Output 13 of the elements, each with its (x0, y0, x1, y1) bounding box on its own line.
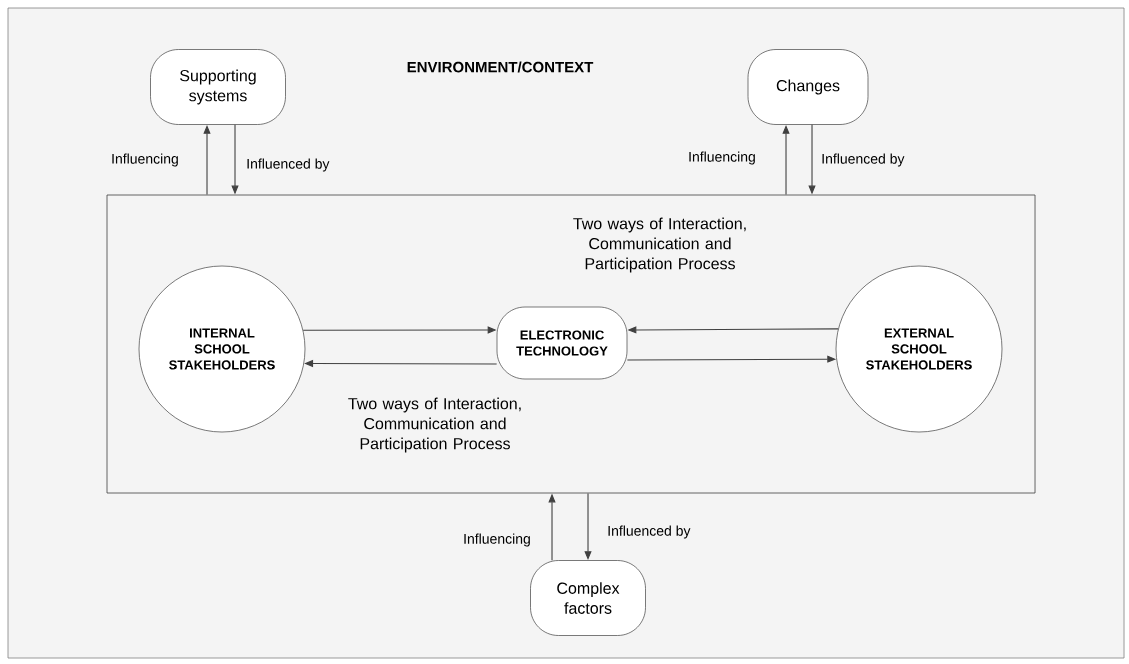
process-box: ELECTRONIC TECHNOLOGY (496, 306, 628, 380)
edge-label: Influenced by (245, 157, 331, 173)
edge-label: Influencing (462, 532, 532, 548)
edge-label: Two ways of Interaction, Communication and Participation Process (344, 396, 526, 454)
process-box: Complex factors (530, 560, 646, 636)
edge-label: Influencing (110, 152, 180, 168)
edge-label: Influenced by (820, 152, 906, 168)
process-box: Changes (747, 49, 869, 125)
process-box: Supporting systems (150, 49, 286, 125)
title: ENVIRONMENT/CONTEXT (407, 61, 594, 73)
edge-label: Influencing (687, 150, 757, 166)
edge-label: Two ways of Interaction, Communication and Participation Process (569, 216, 751, 274)
edge-label: Influenced by (606, 524, 692, 540)
